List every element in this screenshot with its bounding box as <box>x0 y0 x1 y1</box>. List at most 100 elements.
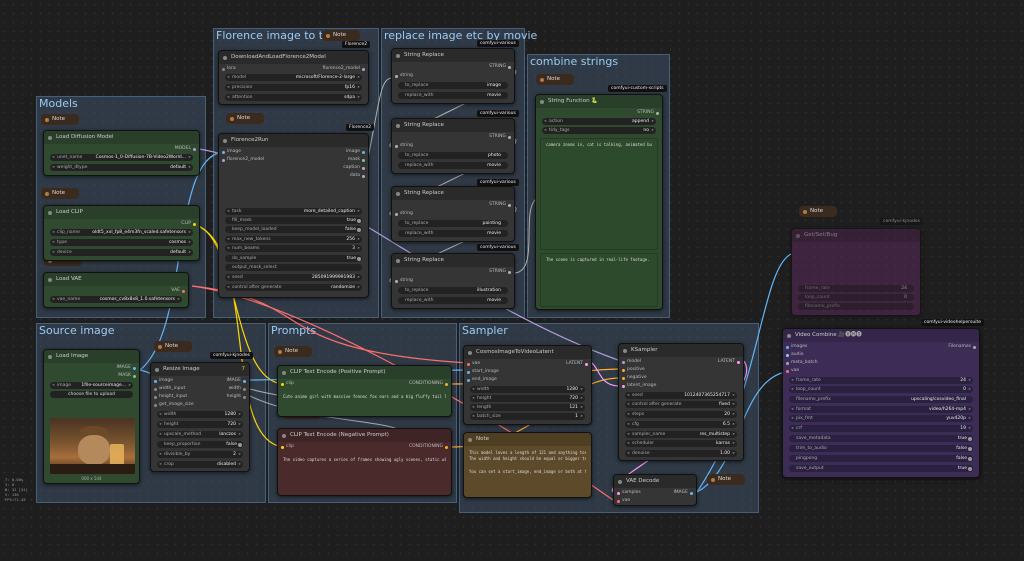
input-end-image[interactable]: end_image <box>467 377 497 382</box>
output-latent[interactable]: LATENT <box>565 361 589 366</box>
input-width[interactable]: width_input <box>153 386 186 391</box>
output-image[interactable]: image <box>345 149 366 154</box>
input-lora[interactable]: lora <box>222 66 236 71</box>
note-node[interactable]: Note <box>322 30 360 41</box>
input-vae[interactable]: vae <box>466 361 481 366</box>
input-samples[interactable]: samples <box>617 490 641 495</box>
input-negative[interactable]: negative <box>622 375 647 380</box>
positive-prompt-text[interactable]: Cute anime girl with massive fennec fox … <box>283 394 446 399</box>
upload-button[interactable]: choose file to upload <box>50 391 133 398</box>
output-string[interactable]: STRING <box>489 269 511 274</box>
input-string[interactable]: string <box>395 278 413 283</box>
input-clip[interactable]: clip <box>281 381 294 386</box>
input-vae[interactable]: vae <box>616 498 631 503</box>
widget-output-mask-select[interactable]: output_mask_select <box>225 264 362 271</box>
output-model[interactable]: MODEL <box>174 146 197 151</box>
note-node[interactable]: Note <box>707 474 745 485</box>
input-florence2-model[interactable]: florence2_model <box>221 157 265 162</box>
output-latent[interactable]: LATENT <box>717 359 741 364</box>
note-node[interactable]: Note <box>274 346 312 357</box>
output-mask[interactable]: mask <box>347 157 366 162</box>
input-image[interactable]: image <box>153 378 174 383</box>
input-string[interactable]: string <box>395 211 413 216</box>
input-images[interactable]: images <box>785 344 808 349</box>
output-mask[interactable]: MASK <box>118 373 136 378</box>
output-height[interactable]: height <box>226 394 247 399</box>
input-latent-image[interactable]: latent_image <box>621 383 657 388</box>
input-height[interactable]: height_input <box>153 394 188 399</box>
input-positive[interactable]: positive <box>622 367 645 372</box>
node-note-text[interactable]: Note This model loves a length of 121 an… <box>463 432 592 498</box>
widget-ghost[interactable]: filename_prefix <box>798 303 914 310</box>
output-image[interactable]: IMAGE <box>226 378 246 383</box>
node-florence-run[interactable]: Florence2Run image florence2_model image… <box>218 133 369 298</box>
note-node[interactable]: Note <box>536 74 574 85</box>
input-get-image-size[interactable]: get_image_size <box>154 402 194 407</box>
note-node[interactable]: Note <box>41 114 79 125</box>
note-node[interactable]: Note <box>154 341 192 352</box>
output-image[interactable]: IMAGE <box>673 490 693 495</box>
note-node[interactable]: Note <box>799 206 837 217</box>
note-node[interactable]: Note <box>226 113 264 124</box>
node-ksampler[interactable]: KSampler model positive negative latent_… <box>618 343 744 461</box>
negative-prompt-text[interactable]: The video captures a series of frames sh… <box>283 457 446 462</box>
input-meta-batch[interactable]: meta_batch <box>786 360 818 365</box>
output-conditioning[interactable]: CONDITIONING <box>408 444 449 449</box>
output-caption[interactable]: caption <box>343 165 365 170</box>
output-string[interactable]: STRING <box>489 202 511 207</box>
input-start-image[interactable]: start_image <box>467 369 499 374</box>
input-string[interactable]: string <box>395 143 413 148</box>
